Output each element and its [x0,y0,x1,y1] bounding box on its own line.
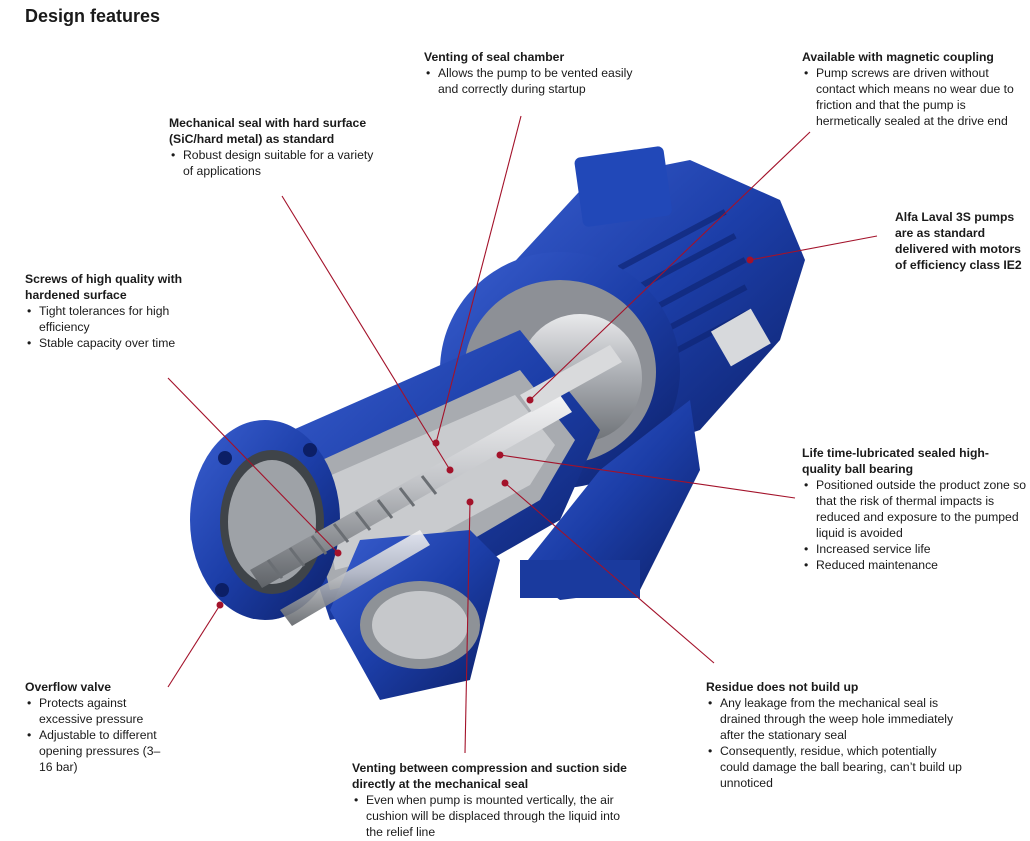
callout-bullet: Increased service life [802,541,1028,557]
nameplate [710,308,771,367]
callout-magnetic-coupling: Available with magnetic coupling Pump sc… [802,49,1028,129]
callout-screws: Screws of high quality with hardened sur… [25,271,200,351]
callout-heading: Life time-lubricated sealed high-quality… [802,446,989,476]
outlet-flange [330,530,500,700]
callout-heading: Venting of seal chamber [424,50,565,64]
callout-heading: Screws of high quality with hardened sur… [25,272,183,302]
callout-ball-bearing: Life time-lubricated sealed high-quality… [802,445,1028,573]
callout-bullet: Robust design suitable for a variety of … [169,147,384,179]
callout-venting-seal-chamber: Venting of seal chamber Allows the pump … [424,49,654,97]
callout-bullet: Even when pump is mounted vertically, th… [352,792,627,840]
terminal-box [574,146,672,227]
callout-bullet: Any leakage from the mechanical seal is … [706,695,968,743]
callout-heading: Alfa Laval 3S pumps are as standard deli… [895,210,1022,272]
leader-lines [167,115,878,754]
callout-bullet: Consequently, residue, which potentially… [706,743,968,791]
callout-mechanical-seal: Mechanical seal with hard surface (SiC/h… [169,115,384,179]
callout-residue: Residue does not build up Any leakage fr… [706,679,968,791]
callout-heading: Available with magnetic coupling [802,50,994,64]
callout-bullet: Protects against excessive pressure [25,695,170,727]
callout-venting-between: Venting between compression and suction … [352,760,627,840]
screw-rotor [250,345,622,626]
callout-heading: Venting between compression and suction … [352,761,627,791]
callout-heading: Mechanical seal with hard surface (SiC/h… [169,116,367,146]
callout-bullet: Pump screws are driven without contact w… [802,65,1028,129]
callout-bullet: Stable capacity over time [25,335,200,351]
callout-heading: Overflow valve [25,680,112,694]
callout-bullet: Positioned outside the product zone so t… [802,477,1028,541]
callout-bullet: Adjustable to different opening pressure… [25,727,170,775]
callout-motor-efficiency: Alfa Laval 3S pumps are as standard deli… [895,209,1027,273]
callout-bullet: Tight tolerances for high efficiency [25,303,200,335]
page-title: Design features [25,6,161,26]
callout-bullet: Allows the pump to be vented easily and … [424,65,654,97]
callout-overflow-valve: Overflow valve Protects against excessiv… [25,679,170,775]
callout-bullet: Reduced maintenance [802,557,1028,573]
callout-heading: Residue does not build up [706,680,859,694]
